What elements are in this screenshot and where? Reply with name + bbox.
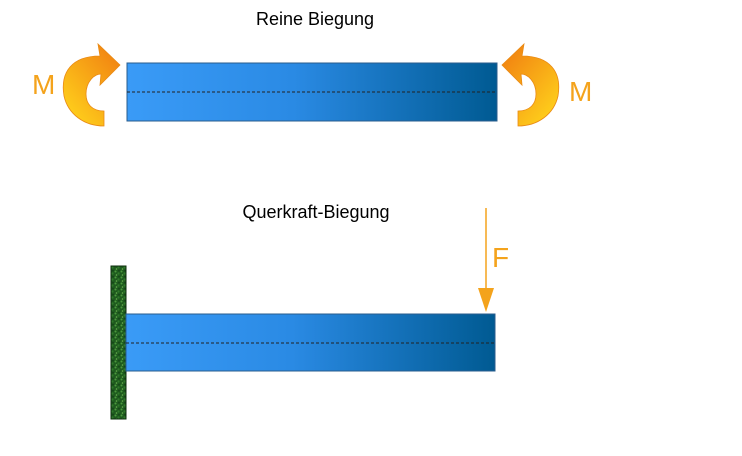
- moment-label-right: M: [569, 76, 592, 107]
- shear-bending-group: Querkraft-Biegung F: [110, 202, 509, 420]
- shear-bending-title: Querkraft-Biegung: [242, 202, 389, 222]
- moment-arrow-right-icon: [501, 42, 560, 127]
- fixed-wall-support-icon: [110, 265, 127, 420]
- moment-arrow-left-icon: [62, 42, 121, 127]
- moment-label-left: M: [32, 69, 55, 100]
- force-label: F: [492, 242, 509, 273]
- pure-bending-title: Reine Biegung: [256, 9, 374, 29]
- pure-bending-group: Reine Biegung M M: [32, 9, 592, 127]
- force-arrow-down-icon: [478, 208, 494, 312]
